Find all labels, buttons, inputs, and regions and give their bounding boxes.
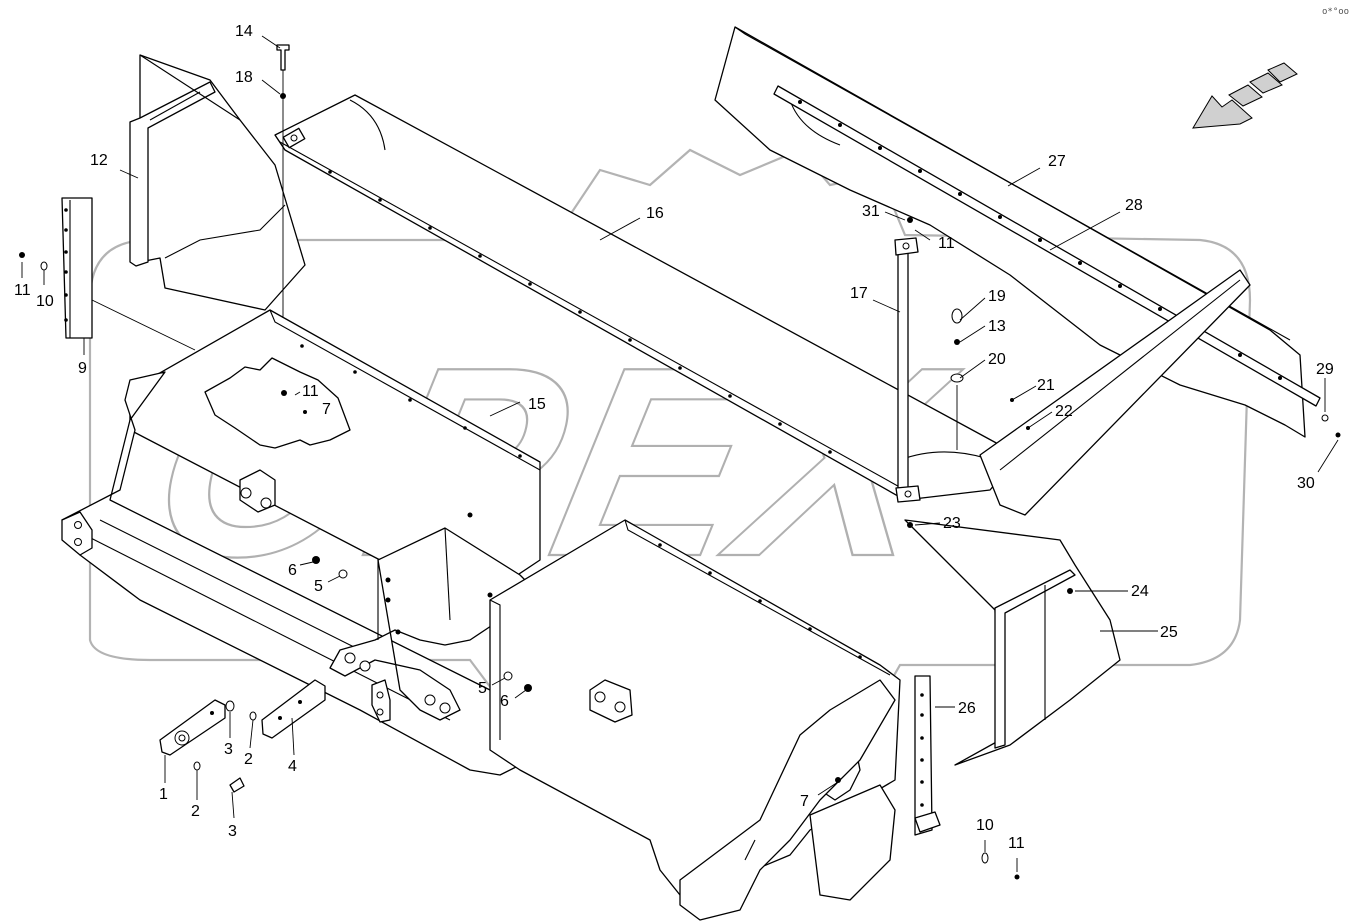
callout-27: 27 — [1048, 153, 1066, 170]
callout-3-bottom: 3 — [228, 823, 237, 840]
callout-15: 15 — [528, 396, 546, 413]
callout-12: 12 — [90, 152, 108, 169]
callout-23: 23 — [943, 515, 961, 532]
callout-10-bottom: 10 — [976, 817, 994, 834]
callout-2-bottom: 2 — [191, 803, 200, 820]
callout-14: 14 — [235, 23, 253, 40]
part-25-side-plate — [904, 519, 1121, 766]
callout-16: 16 — [646, 205, 664, 222]
lower-arm — [679, 679, 896, 921]
part-17-rod — [894, 237, 921, 503]
part-4-plate — [261, 679, 326, 739]
callout-13: 13 — [988, 318, 1006, 335]
callout-17: 17 — [850, 285, 868, 302]
callout-25: 25 — [1160, 624, 1178, 641]
callout-7-bottom: 7 — [800, 793, 809, 810]
part-1-plate — [159, 699, 226, 756]
callout-18: 18 — [235, 69, 253, 86]
callout-11-top: 11 — [938, 235, 955, 252]
part-22-strut — [979, 269, 1251, 516]
callout-1: 1 — [159, 786, 168, 803]
callout-24: 24 — [1131, 583, 1149, 600]
callout-9: 9 — [78, 360, 87, 377]
part-12-shield — [129, 54, 306, 311]
callout-10-left: 10 — [36, 293, 54, 310]
direction-arrow-icon — [1192, 62, 1298, 129]
callout-11-bottom: 11 — [1008, 835, 1025, 852]
callout-11-left: 11 — [14, 282, 31, 299]
callout-31: 31 — [862, 203, 880, 220]
callout-5-right: 5 — [478, 680, 487, 697]
callout-labels: 14 18 12 11 10 9 16 27 28 31 11 17 19 13… — [14, 23, 1334, 852]
callout-19: 19 — [988, 288, 1006, 305]
callout-29: 29 — [1316, 361, 1334, 378]
callout-11-mid: 11 — [302, 383, 319, 400]
callout-6-right: 6 — [500, 693, 509, 710]
center-bracket — [329, 512, 531, 721]
corner-badge: o*°oo — [1322, 7, 1349, 17]
callout-5-left: 5 — [314, 578, 323, 595]
part-26-strap — [914, 675, 941, 836]
callout-22: 22 — [1055, 403, 1073, 420]
callout-3-top: 3 — [224, 741, 233, 758]
callout-28: 28 — [1125, 197, 1143, 214]
callout-26: 26 — [958, 700, 976, 717]
callout-6-left: 6 — [288, 562, 297, 579]
callout-2-top: 2 — [244, 751, 253, 768]
fasteners — [19, 44, 1341, 880]
leader-lines — [21, 35, 1339, 872]
part-9-strap — [61, 197, 93, 339]
callout-20: 20 — [988, 351, 1006, 368]
callout-7-mid: 7 — [322, 401, 331, 418]
callout-4: 4 — [288, 758, 297, 775]
callout-30: 30 — [1297, 475, 1315, 492]
callout-21: 21 — [1037, 377, 1055, 394]
